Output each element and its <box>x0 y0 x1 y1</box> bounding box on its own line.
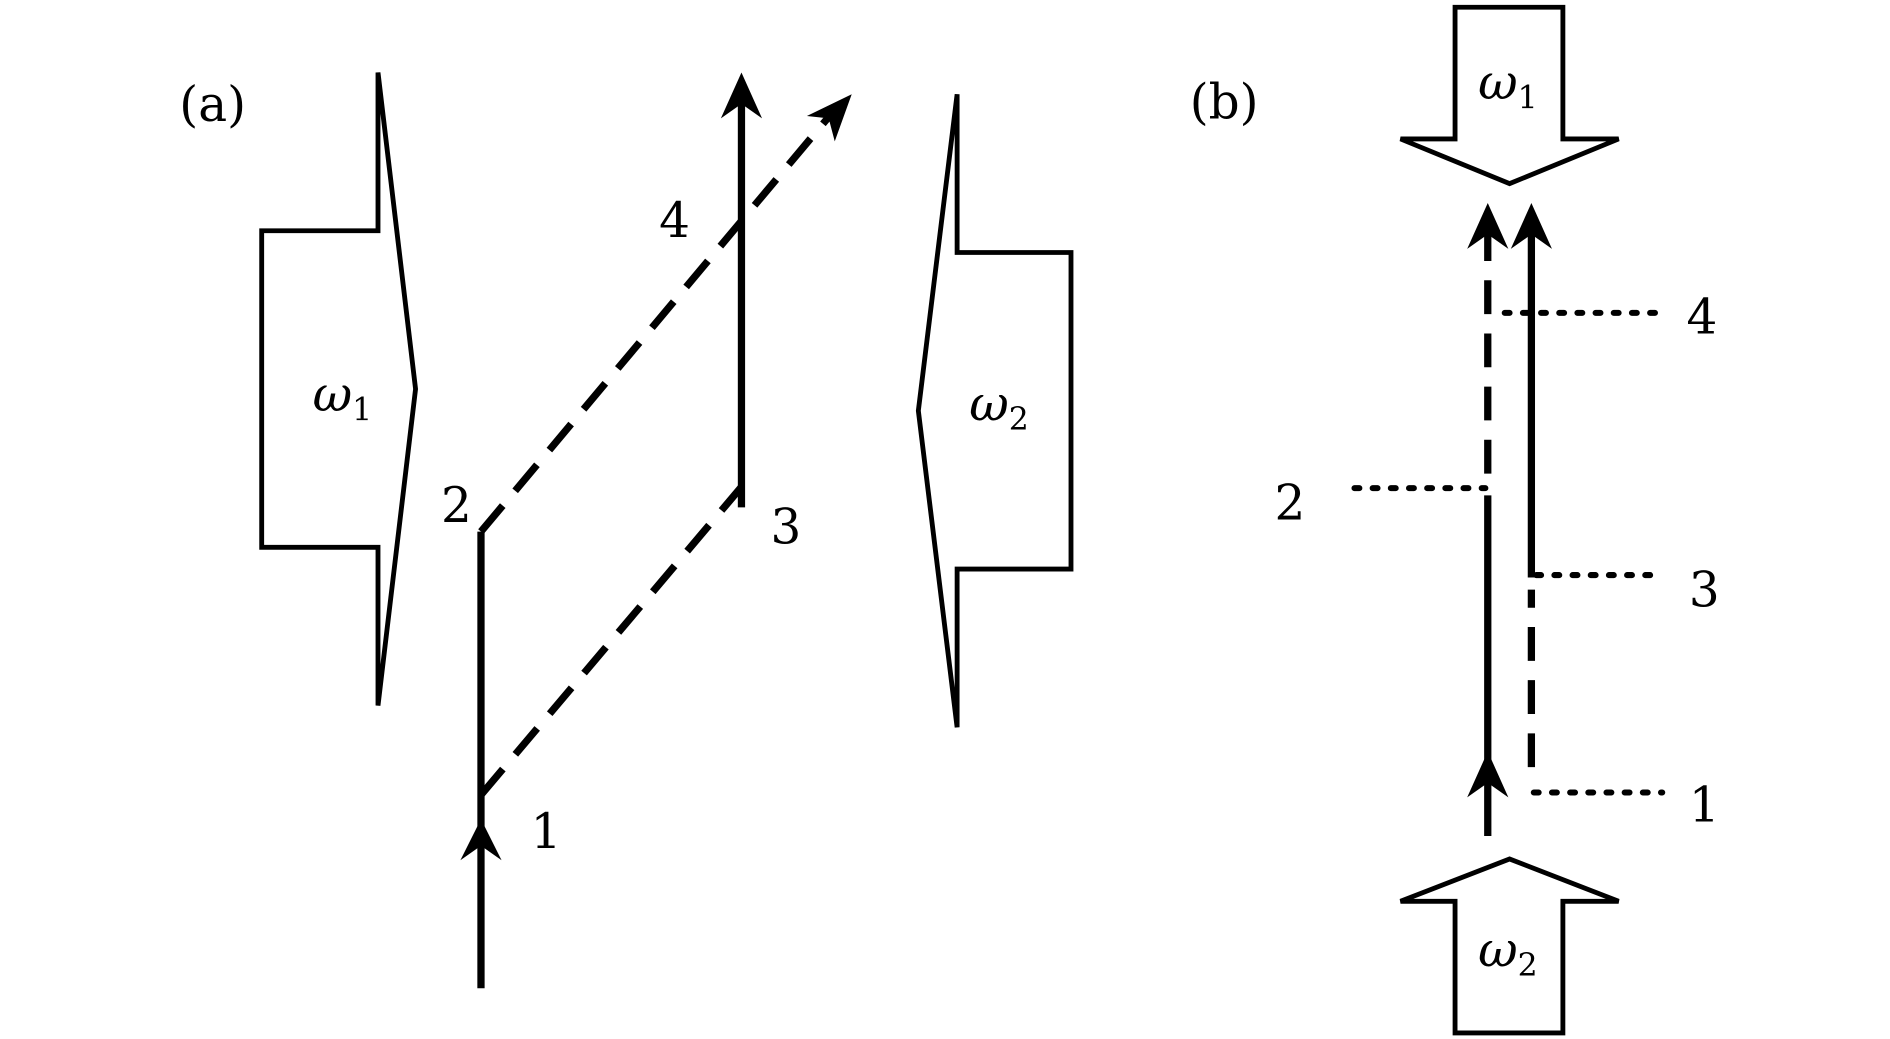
panel-b: (b) ω1 ω2 1 2 3 4 <box>1190 4 1720 1036</box>
beam-omega2-arrow-up <box>1399 856 1620 1036</box>
panel-a-label: (a) <box>179 77 246 133</box>
point-3-label-a: 3 <box>771 500 802 556</box>
omega1-label-a: ω1 <box>313 367 373 429</box>
arrowhead-up-icon <box>720 72 763 119</box>
panel-b-label: (b) <box>1190 74 1259 130</box>
omega2-label-a: ω2 <box>969 376 1029 438</box>
point-4-label-b: 4 <box>1686 290 1717 346</box>
panel-a: (a) ω1 ω2 1 2 3 4 <box>179 72 1074 989</box>
point-3-label-b: 3 <box>1689 563 1720 619</box>
omega1-label-b: ω1 <box>1478 55 1538 117</box>
point-2-label-b: 2 <box>1275 476 1306 532</box>
beam-omega1-arrow-down <box>1399 4 1620 187</box>
point-4-label-a: 4 <box>659 193 690 249</box>
worldline-dashed-upper <box>478 108 837 534</box>
point-2-label-a: 2 <box>441 478 472 534</box>
arrowhead-up-icon <box>1467 751 1509 798</box>
arrowhead-up-icon <box>1510 202 1552 249</box>
worldline-dashed-lower <box>478 484 745 798</box>
point-1-label-a: 1 <box>531 804 562 860</box>
beam-omega1-arrow-right <box>259 72 418 706</box>
point-1-label-b: 1 <box>1689 778 1720 834</box>
omega2-label-b: ω2 <box>1478 923 1538 985</box>
beam-omega2-arrow-left <box>915 93 1074 728</box>
arrowhead-up-icon <box>460 819 502 861</box>
arrowhead-diagonal-icon <box>806 94 852 142</box>
arrowhead-up-icon <box>1467 202 1509 249</box>
